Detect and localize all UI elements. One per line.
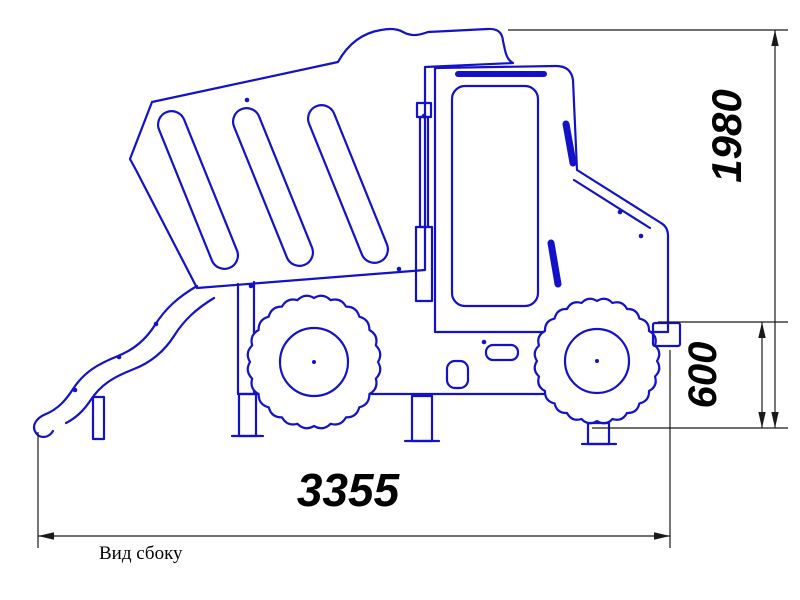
slide-leg (91, 395, 106, 441)
dimension-overall-height (508, 29, 788, 428)
view-label: Вид сбоку (99, 543, 183, 564)
dimension-arrows (38, 30, 779, 540)
arrow-up (771, 30, 779, 46)
bed-slot (156, 110, 240, 270)
dimension-texts: 1980 600 3355 Вид сбоку (99, 89, 750, 564)
dimension-overall-length (37, 350, 671, 548)
dump-bed (128, 27, 515, 290)
bolt-dots (72, 97, 644, 393)
rear-hub (563, 327, 631, 395)
arrow-left (38, 532, 54, 540)
support-leg (237, 392, 258, 438)
dimension-text-overall-length: 3355 (297, 464, 401, 516)
cab (433, 64, 670, 334)
arrow-right (654, 532, 670, 540)
slide-lower-rail (64, 296, 216, 425)
cab-outline (433, 64, 670, 334)
handle-slot (547, 239, 562, 288)
truck-linework (32, 27, 682, 446)
dimension-text-overall-height: 1980 (703, 89, 750, 182)
arrow-down (771, 412, 779, 428)
bed-slot (306, 104, 390, 264)
chassis-slot (484, 343, 520, 362)
chassis-cutout (445, 359, 470, 390)
front-hub (278, 326, 350, 398)
dimension-text-platform-height: 600 (681, 342, 725, 409)
cab-window (450, 84, 540, 308)
support-legs (230, 321, 682, 446)
bed-slots (156, 104, 390, 270)
arrow-down (758, 412, 766, 428)
handle-slot (562, 120, 577, 167)
slide-upper-rail (32, 284, 199, 438)
arrow-up (758, 322, 766, 338)
dimension-platform-height (658, 321, 788, 428)
support-foot (586, 421, 611, 446)
hood-line (572, 178, 652, 230)
dimension-lines (37, 29, 788, 548)
front-bumper (651, 321, 682, 348)
slide (32, 284, 216, 441)
bed-slot (231, 107, 315, 267)
support-leg (410, 394, 434, 443)
